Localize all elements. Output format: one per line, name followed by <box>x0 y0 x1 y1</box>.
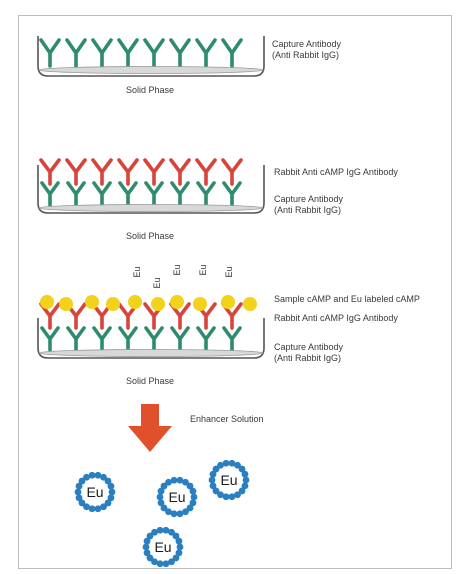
rabbit-antibody <box>221 158 243 186</box>
rabbit-antibody <box>143 158 165 186</box>
eu-tag-label: Eu <box>198 264 208 275</box>
well-2 <box>37 165 265 214</box>
capture-antibody <box>39 38 61 68</box>
eu-tag-label: Eu <box>152 277 162 288</box>
solid-phase-label: Solid Phase <box>126 231 174 241</box>
capture-antibody <box>144 181 164 207</box>
capture-antibody-label: Capture Antibody <box>272 39 342 49</box>
well-3 <box>37 318 265 359</box>
capture-antibody <box>196 326 216 352</box>
camp-molecule <box>170 295 184 309</box>
capture-antibody-sublabel: (Anti Rabbit IgG) <box>274 205 341 215</box>
capture-antibody <box>66 326 86 352</box>
camp-molecule <box>106 297 120 311</box>
capture-antibody <box>65 38 87 68</box>
capture-antibody-label: Capture Antibody <box>274 342 344 352</box>
rabbit-antibody <box>169 158 191 186</box>
eu-label: Eu <box>220 472 237 488</box>
capture-antibody <box>195 38 217 68</box>
capture-antibody <box>118 326 138 352</box>
capture-antibody <box>221 38 243 68</box>
rabbit-antibody <box>117 158 139 186</box>
solid-phase-label: Solid Phase <box>126 85 174 95</box>
solid-phase-label: Solid Phase <box>126 376 174 386</box>
camp-molecule-row <box>40 295 257 311</box>
eu-tag-label: Eu <box>224 266 234 277</box>
enhancer-solution-label: Enhancer Solution <box>190 414 264 424</box>
capture-antibody-row <box>39 38 243 68</box>
capture-antibody <box>40 326 60 352</box>
rabbit-antibody <box>195 158 217 186</box>
capture-antibody <box>222 181 242 207</box>
well-1 <box>37 36 265 77</box>
capture-antibody <box>118 181 138 207</box>
eu-tag-label: Eu <box>172 264 182 275</box>
capture-antibody <box>66 181 86 207</box>
capture-antibody <box>170 326 190 352</box>
figure-frame <box>18 15 452 569</box>
sample-camp-label: Sample cAMP and Eu labeled cAMP <box>274 294 420 304</box>
eu-chelate: Eu <box>156 476 198 518</box>
camp-molecule <box>59 297 73 311</box>
rabbit-antibody-label: Rabbit Anti cAMP IgG Antibody <box>274 167 398 177</box>
camp-molecule <box>151 297 165 311</box>
capture-antibody <box>222 326 242 352</box>
eu-tag-label: Eu <box>132 266 142 277</box>
camp-molecule <box>193 297 207 311</box>
capture-antibody <box>92 181 112 207</box>
eu-chelate: Eu <box>74 471 116 513</box>
capture-antibody <box>144 326 164 352</box>
capture-antibody <box>40 181 60 207</box>
capture-antibody-label: Capture Antibody <box>274 194 344 204</box>
camp-molecule <box>128 295 142 309</box>
capture-antibody-sublabel: (Anti Rabbit IgG) <box>274 353 341 363</box>
eu-chelate: Eu <box>142 526 184 568</box>
rabbit-antibody <box>91 158 113 186</box>
rabbit-antibody <box>65 158 87 186</box>
panel-2: Solid Phase Rabbit Anti cAMP IgG Antibod… <box>37 158 398 241</box>
panel-1: Solid Phase Capture Antibody (Anti Rabbi… <box>37 36 342 95</box>
rabbit-antibody-row <box>39 158 243 186</box>
capture-antibody <box>91 38 113 68</box>
capture-antibody <box>170 181 190 207</box>
camp-molecule <box>221 295 235 309</box>
camp-molecule <box>243 297 257 311</box>
eu-label: Eu <box>168 489 185 505</box>
capture-antibody-row <box>40 181 242 207</box>
eu-label: Eu <box>86 484 103 500</box>
rabbit-antibody <box>39 158 61 186</box>
capture-antibody-row <box>40 326 242 352</box>
capture-antibody <box>143 38 165 68</box>
rabbit-antibody-row <box>39 302 243 330</box>
capture-antibody <box>196 181 216 207</box>
rabbit-antibody-label: Rabbit Anti cAMP IgG Antibody <box>274 313 398 323</box>
camp-molecule <box>85 295 99 309</box>
capture-antibody <box>169 38 191 68</box>
capture-antibody <box>117 38 139 68</box>
capture-antibody-sublabel: (Anti Rabbit IgG) <box>272 50 339 60</box>
capture-antibody <box>92 326 112 352</box>
eu-chelate: Eu <box>208 459 250 501</box>
eu-label: Eu <box>154 539 171 555</box>
camp-molecule <box>40 295 54 309</box>
down-arrow-icon <box>128 404 172 452</box>
